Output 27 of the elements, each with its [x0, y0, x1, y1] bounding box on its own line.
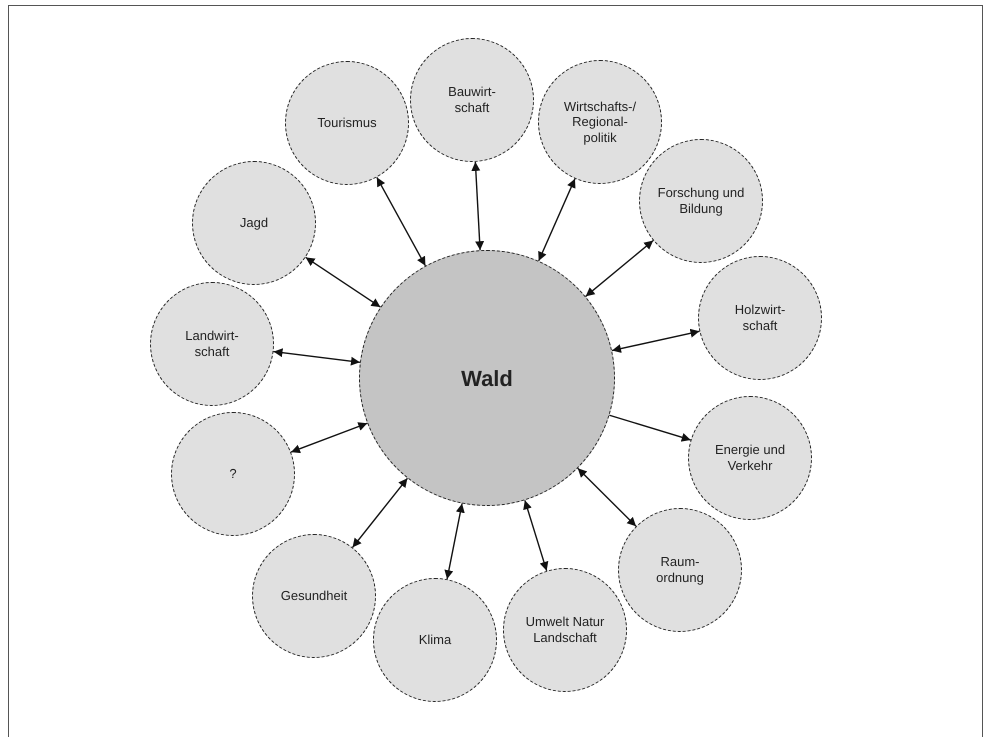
arrow [290, 422, 368, 454]
topic-label: Klima [418, 632, 452, 648]
arrow [305, 256, 381, 308]
arrow [612, 328, 700, 353]
central-label: Wald [461, 364, 513, 392]
topic-label: Wirtschafts-/ Regional- politik [562, 98, 638, 146]
arrow [444, 503, 465, 580]
arrow [352, 478, 408, 548]
topic-label: Forschung und Bildung [656, 185, 746, 217]
arrow [273, 348, 360, 366]
topic-label: Jagd [240, 215, 268, 231]
arrow [471, 162, 484, 250]
arrow [523, 500, 548, 571]
topic-label: Raum- ordnung [655, 554, 705, 586]
arrow [376, 177, 426, 266]
topic-label: ? [229, 466, 237, 482]
arrow [577, 468, 637, 527]
topic-label: Energie und Verkehr [714, 442, 786, 474]
topic-label: Bauwirt- schaft [447, 84, 497, 116]
arrow [609, 414, 691, 442]
topic-label: Tourismus [317, 115, 377, 131]
topic-label: Landwirt- schaft [184, 328, 240, 360]
topic-label: Holzwirt- schaft [734, 302, 786, 334]
topic-label: Umwelt Natur Landschaft [525, 614, 605, 646]
topic-label: Gesundheit [280, 588, 348, 604]
arrow [585, 240, 654, 297]
arrow [538, 178, 576, 262]
